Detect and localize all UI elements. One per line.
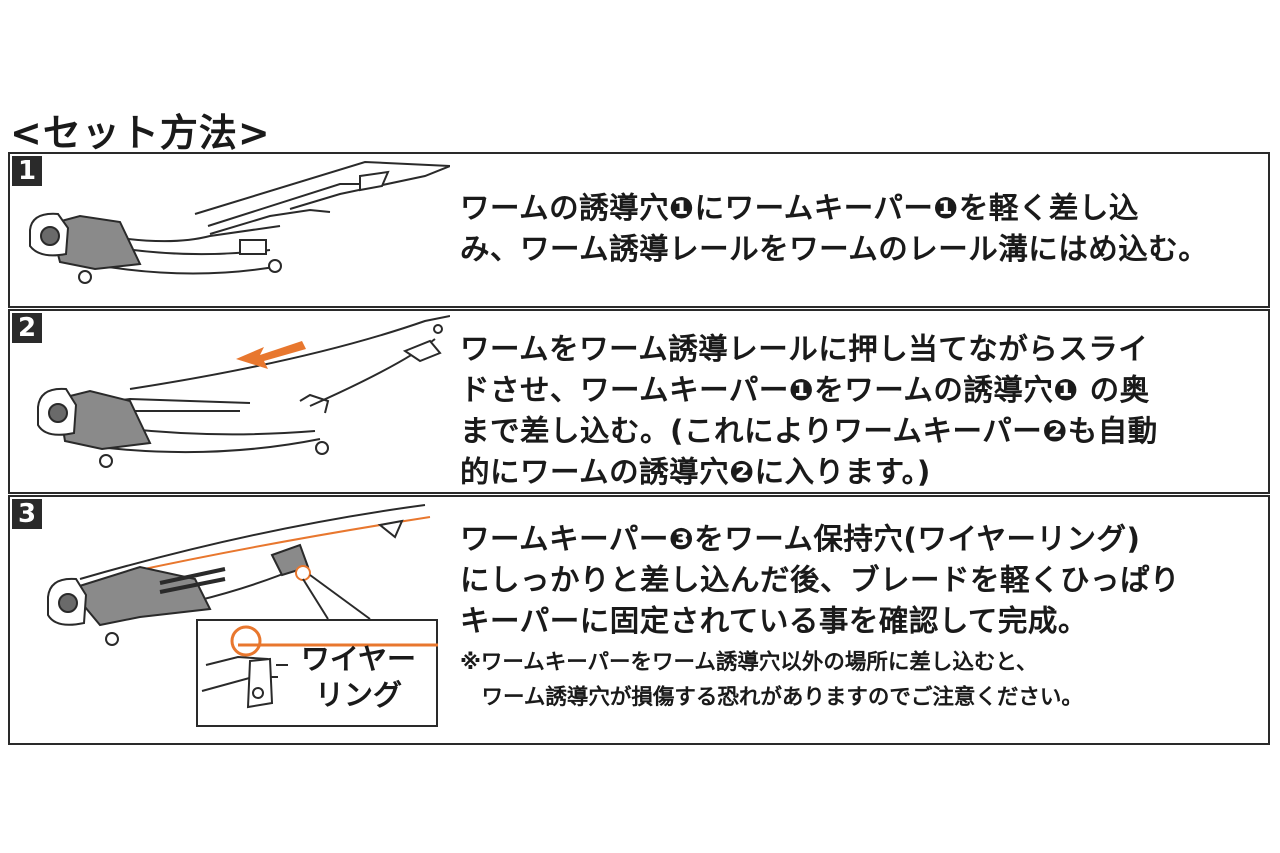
- step-2-panel: 2 ワームをワーム誘導レールに押し当てながらスライ ドさせ、ワームキーパー❶をワ…: [8, 309, 1270, 494]
- step-2-text: ワームをワーム誘導レールに押し当てながらスライ ドさせ、ワームキーパー❶をワーム…: [460, 332, 1158, 489]
- step-3-illustration: [47, 504, 431, 646]
- wire-ring-label: ワイヤー リング: [300, 642, 417, 712]
- wire-ring-detail: [201, 625, 438, 709]
- wire-ring-inset: ワイヤー リング: [196, 619, 438, 727]
- step-1-panel: 1 ワームの誘導穴❶にワームキーパー❶を軽く差し込 み、ワーム誘導レールをワーム…: [8, 152, 1270, 308]
- step-3-panel: 3 ワイヤー リング ワームキーパー❸をワーム保持穴(ワイヤーリング) にし: [8, 495, 1270, 745]
- slide-arrow-icon: [236, 341, 306, 369]
- step-number: 3: [12, 499, 42, 529]
- caution-note: ※ワームキーパーをワーム誘導穴以外の場所に差し込むと、 ワーム誘導穴が損傷する恐…: [460, 650, 1083, 710]
- step-3-text: ワームキーパー❸をワーム保持穴(ワイヤーリング) にしっかりと差し込んだ後、ブレ…: [460, 522, 1181, 638]
- step-number: 1: [12, 156, 42, 186]
- page-title: <セット方法>: [10, 111, 271, 155]
- step-2-illustration: [37, 315, 450, 468]
- step-1-illustration: [29, 160, 450, 284]
- step-number: 2: [12, 313, 42, 343]
- step-1-text: ワームの誘導穴❶にワームキーパー❶を軽く差し込 み、ワーム誘導レールをワームのレ…: [460, 191, 1209, 266]
